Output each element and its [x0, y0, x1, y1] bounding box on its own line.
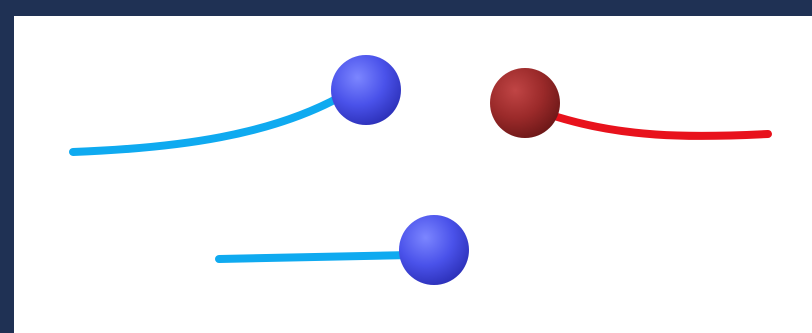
blue-ball: [399, 215, 469, 285]
red-ball: [490, 68, 560, 138]
blue-ball: [331, 55, 401, 125]
blue-trail: [219, 255, 412, 259]
canvas-area: [14, 16, 812, 333]
